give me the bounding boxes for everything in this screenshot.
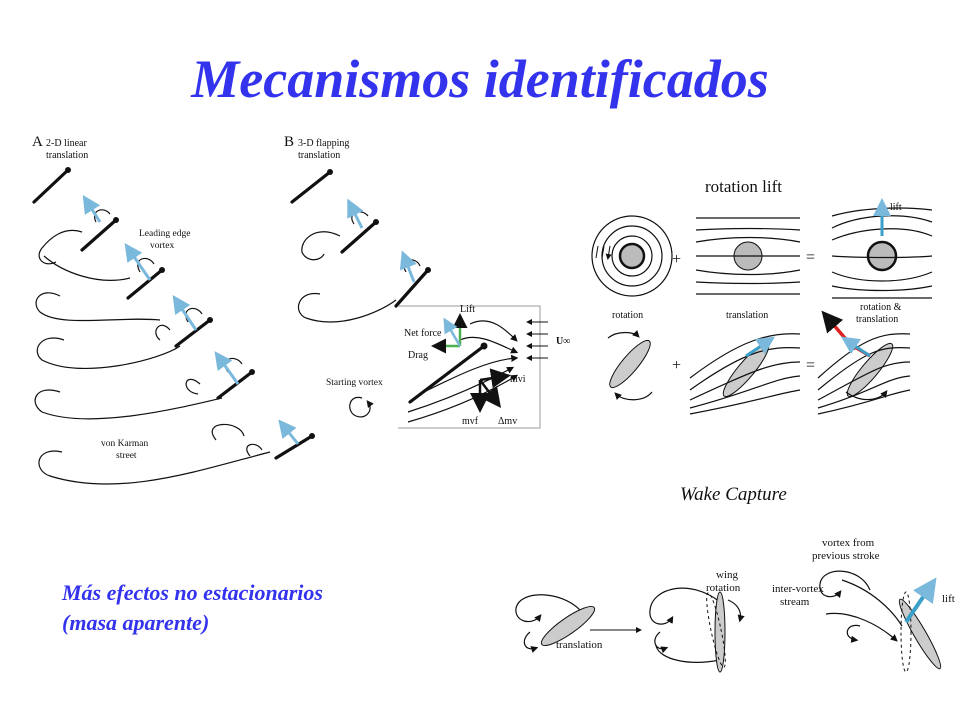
starting-vortex [349,396,374,418]
force-inset-frame [398,305,541,429]
wing-a1 [32,168,70,204]
force-arrow-a2 [82,194,102,223]
net-force-label: Net force [404,328,442,339]
vortex-b2 [301,231,341,261]
force-arrow-b3 [399,250,417,283]
mvi-label: mvi [510,374,526,385]
u-infinity-label: U∞ [556,336,570,347]
translating-plate-diagram [689,333,801,415]
force-diagram: U∞ Lift Net force Drag mvi mvf Δmv [398,304,570,429]
inter-vortex-label-2: stream [780,596,810,608]
wing-b1 [290,170,332,204]
wake-translation-diagram: translation [515,594,642,653]
wing-a2 [80,218,118,252]
vortex-a6 [38,450,271,485]
wake-lift-diagram: vortex from previous stroke inter-vortex… [772,537,955,673]
wing-a6 [274,434,314,460]
wake-rotation-diagram: wing rotation [649,569,745,673]
mvf-label: mvf [462,416,479,427]
equals-sign-2: = [806,357,815,374]
vortex-a5 [34,389,223,420]
force-arrow-a5 [214,351,240,385]
combined-flow-diagram: lift [831,198,933,299]
dmv-label: Δmv [498,416,517,427]
circulation-diagram [591,215,673,297]
page-title: Mecanismos identificados [191,49,769,109]
panel-b-heading-2: translation [298,150,340,161]
drag-label: Drag [408,350,428,361]
wake-capture-panel: Wake Capture translation wing rotation v… [515,484,955,673]
rotating-plate-diagram [607,330,653,401]
vortex-b3 [297,293,397,323]
vortex-a4 [36,337,181,370]
wing-a3 [126,268,164,300]
rotation-lift-title: rotation lift [705,177,782,196]
starting-vortex-label: Starting vortex [326,378,383,388]
leading-edge-label-2: vortex [150,241,175,251]
wing-rotation-label-2: rotation [706,582,741,594]
force-arrow-a6 [278,419,300,445]
equals-sign-1: = [806,249,815,266]
panel-b-letter: B [284,134,294,150]
uniform-flow-diagram [695,217,801,295]
wake-lift-arrow [904,577,937,624]
vortex-a2 [38,229,83,265]
wake-translation-label: translation [556,639,603,651]
wing-a5 [216,370,254,400]
panel-a-letter: A [32,134,43,150]
combined-plate-diagram [817,310,911,415]
subtitle: Más efectos no estacionarios (masa apare… [62,578,323,638]
lift-label: Lift [460,304,475,315]
wing-b2 [340,220,378,254]
panel-b: B 3-D flapping translation Starting vort… [284,134,431,418]
plus-sign-1: + [672,251,681,268]
wing-rotation-label-1: wing [716,569,739,581]
leading-edge-label-1: Leading edge [139,229,190,239]
inter-vortex-label-1: inter-vortex [772,583,824,595]
wing-force [408,344,486,404]
mvi-arrow [479,368,511,389]
vortex-a3 [35,292,161,322]
lift-label-rotation: lift [890,202,902,213]
force-arrow-a3 [124,243,152,281]
net-force-arrow [443,317,462,347]
wing-a4 [174,318,212,348]
translation-label: translation [726,310,768,321]
dmv-arrow [479,379,501,408]
wake-capture-title: Wake Capture [680,484,787,505]
translation-force-arrow [745,336,775,358]
force-arrow-a4 [172,295,198,331]
rot-trans-label-1: rotation & [860,302,902,313]
panel-a-heading-2: translation [46,150,88,161]
subtitle-line-1: Más efectos no estacionarios [62,580,323,605]
panel-a: A 2-D linear translation Leading edge vo… [32,134,315,485]
von-karman-label-1: von Karman [101,439,148,449]
rotation-label: rotation [612,310,643,321]
panel-b-heading-1: 3-D flapping [298,138,349,149]
wake-lift-label: lift [942,593,955,605]
plus-sign-2: + [672,357,681,374]
von-karman-label-2: street [116,451,137,461]
panel-a-heading-1: 2-D linear [46,138,87,149]
rotation-lift-panel: rotation lift + = [591,177,933,415]
vortex-prev-label-1: vortex from [822,537,875,549]
rot-trans-label-2: translation [856,314,898,325]
force-arrow-b2 [347,198,364,229]
vortex-prev-label-2: previous stroke [812,550,880,562]
wing-b3 [394,268,430,308]
subtitle-line-2: (masa aparente) [62,610,210,635]
